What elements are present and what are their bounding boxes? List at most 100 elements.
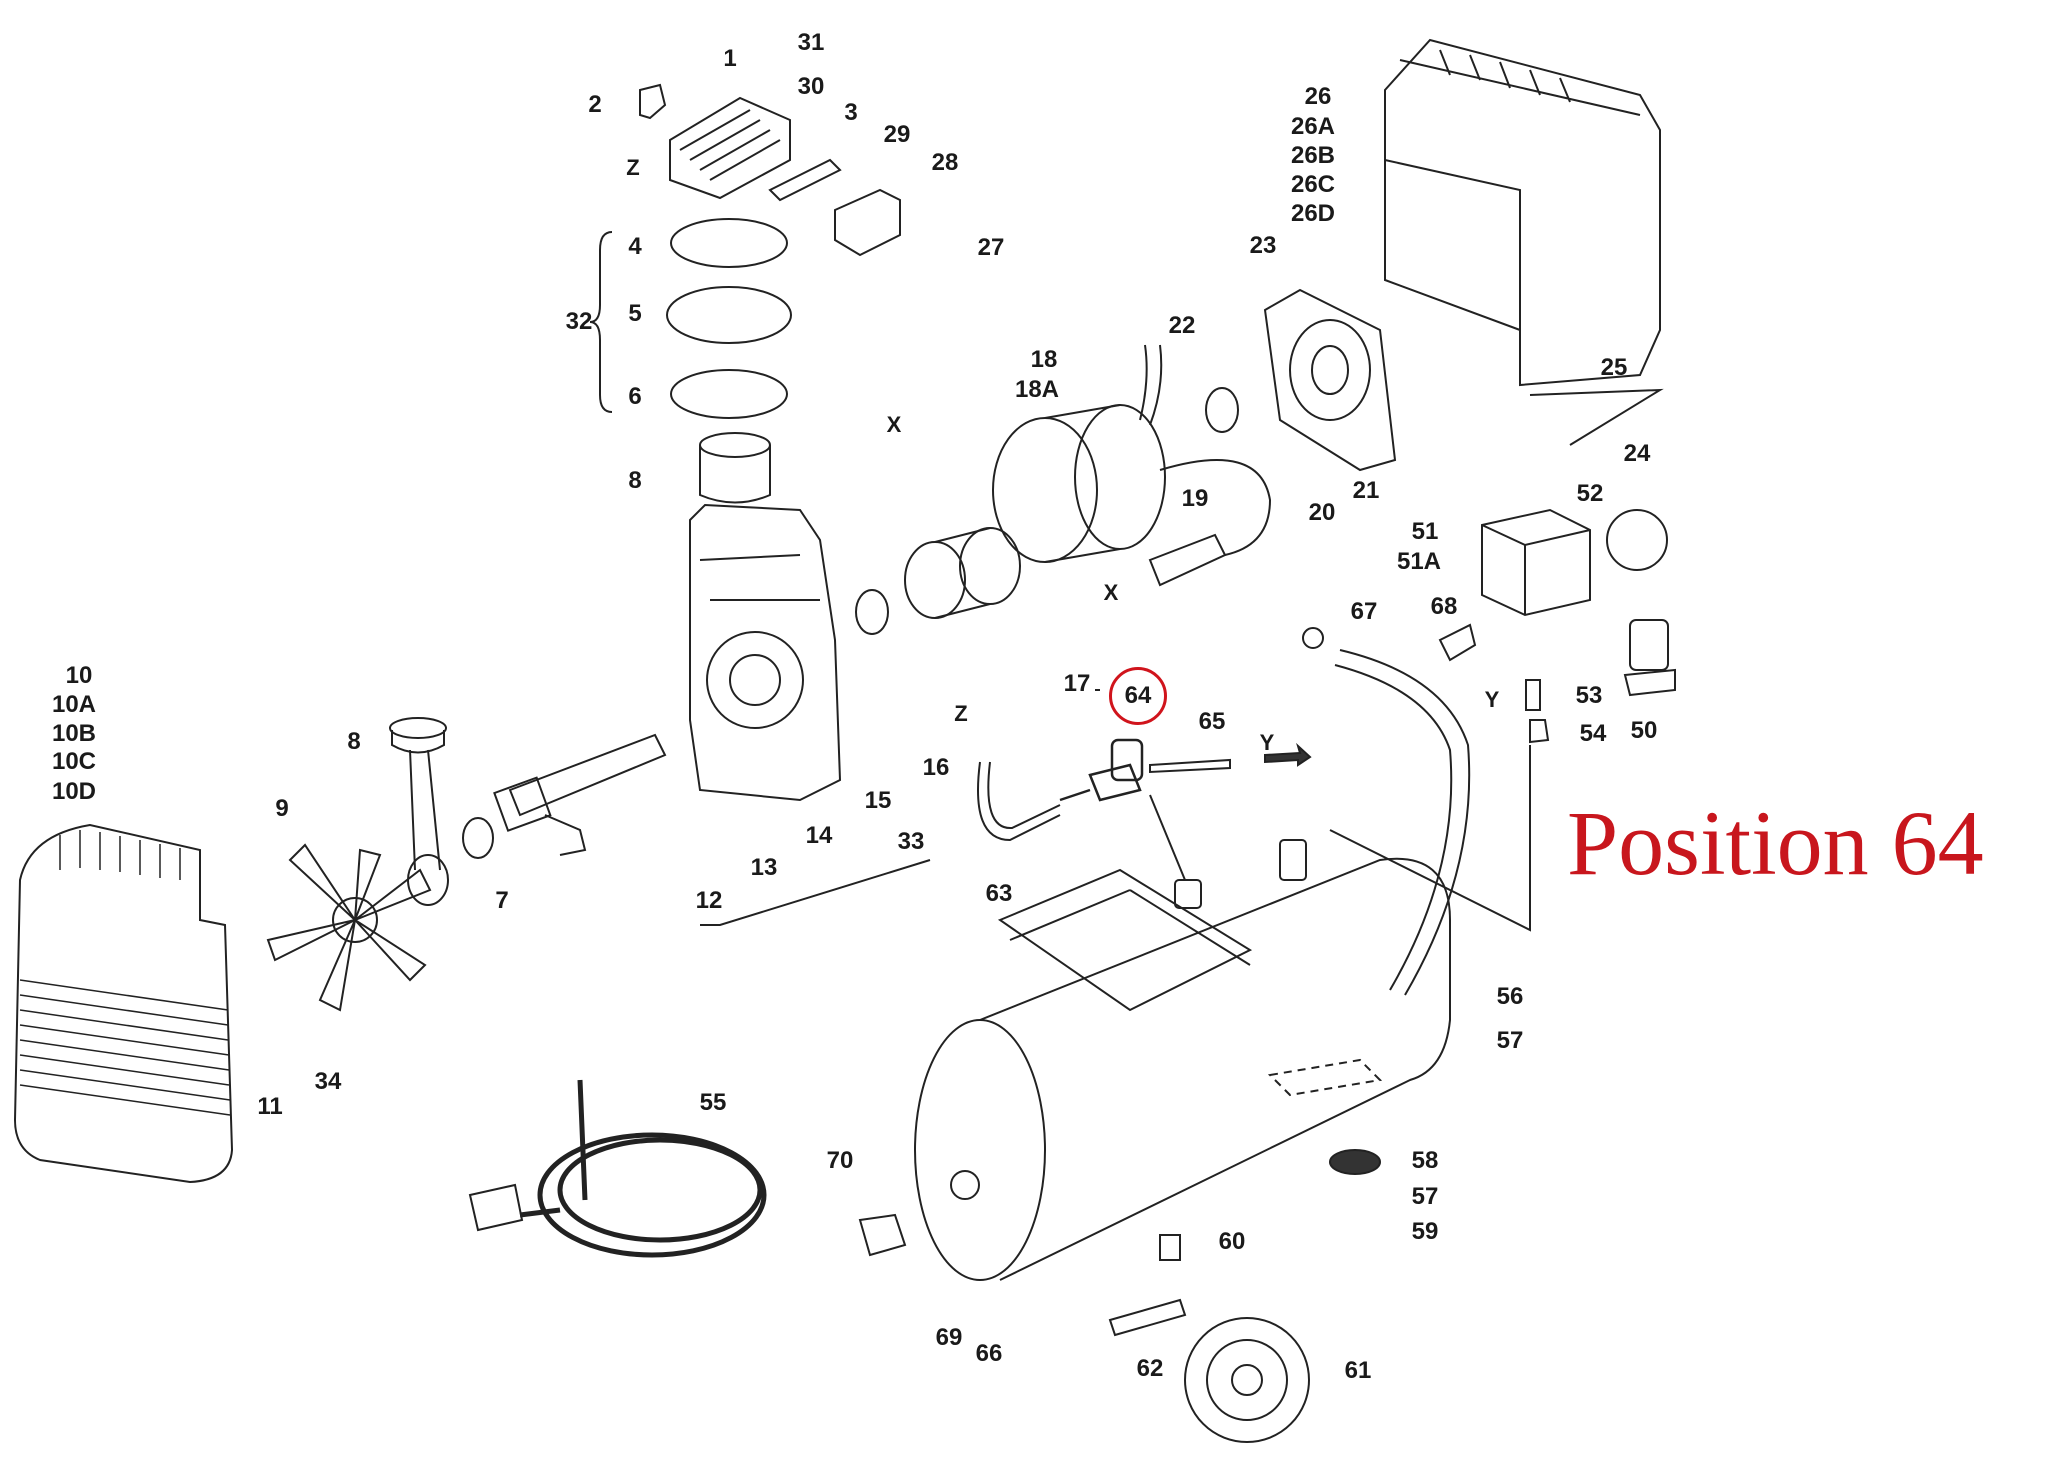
valve-plate-part-5 [666,286,792,344]
bearing-part-16 [855,589,889,635]
part-label: 11 [257,1093,283,1120]
bearing-part-7 [462,817,494,859]
part-label: 50 [1630,717,1658,744]
gasket-part-6 [670,369,788,419]
part-label: 26B [1290,142,1336,169]
air-tank [914,839,1451,1281]
crankshaft-part-12 [493,733,667,856]
valve-plate-part-29 [768,158,842,202]
part-label: 58 [1411,1147,1439,1174]
part-label: 9 [275,795,289,822]
part-label: 52 [1576,480,1604,507]
capacitor-part-19 [1148,533,1227,587]
part-label: 2 [588,91,602,118]
part-label: 62 [1136,1355,1164,1382]
pressure-switch-part-51 [1481,508,1591,617]
part-label: 66 [975,1340,1003,1367]
part-label: 68 [1430,593,1458,620]
part-label: 29 [883,121,911,148]
rotor-part-17 [904,527,1021,619]
part-label: 26D [1290,200,1336,227]
valve-part-28 [834,188,901,257]
axis-marker: Z [626,155,640,180]
cylinder-head-part-3 [669,96,791,200]
drain-plug-part-70 [858,1213,907,1257]
part-label: 13 [750,854,778,881]
part-label: 8 [347,728,361,755]
part-label: 18A [1014,376,1060,403]
axle-part-62 [1108,1298,1187,1337]
rubber-foot-part-58 [1329,1149,1381,1175]
part-label: 26A [1290,113,1336,140]
part-label: 5 [628,300,642,327]
pipe-part-63 [977,761,1061,842]
part-label: 27 [977,234,1005,261]
crankcase-part-14 [689,503,842,802]
part-label: 69 [935,1324,963,1351]
part-label: 12 [695,887,723,914]
end-shield-part-23 [1263,288,1397,472]
part-label: 32 [565,308,593,335]
stator-part-18 [992,344,1272,563]
fitting-part-68 [1438,623,1477,662]
fan-part-9 [266,843,432,1012]
part-label: 15 [864,787,892,814]
motor-cover-part-26 [1384,38,1661,387]
part-label: 34 [314,1068,342,1095]
bearing-part-22 [1205,387,1239,433]
part-label: 24 [1623,440,1651,467]
part-label: 26C [1290,171,1336,198]
part-label: 25 [1600,354,1628,381]
part-label: 33 [897,828,925,855]
group-brace-32 [589,231,613,413]
part-label: 4 [628,233,642,260]
part-label: 28 [931,149,959,176]
part-label: 30 [797,73,825,100]
part-label: 10A [51,691,97,718]
part-label: 17 [1063,670,1091,697]
part-label: 51A [1396,548,1442,575]
axis-marker: X [1103,580,1119,605]
part-label: 16 [922,754,950,781]
part-label: 65 [1198,708,1226,735]
highlighted-part-label: 64 [1109,667,1167,725]
tube-part-65 [1149,758,1231,774]
part-label: 14 [805,822,833,849]
connecting-rod-part-8 [389,717,449,906]
tie-rod-part-24 [1529,388,1664,446]
fitting-part-60 [1159,1234,1181,1261]
axis-marker: Y [1484,687,1500,712]
elbow-fitting-part-2 [639,83,667,120]
part-label: 51 [1411,518,1439,545]
part-label: 18 [1030,346,1058,373]
fitting-part-53 [1525,679,1541,711]
flow-arrow-y [1264,742,1312,767]
part-label: 22 [1168,312,1196,339]
part-label: 55 [699,1089,727,1116]
position-caption: Position 64 [1567,792,1984,894]
part-label: 60 [1218,1228,1246,1255]
part-label: 3 [844,99,858,126]
motor-cover-part-10 [13,823,234,1184]
gasket-part-4 [670,218,788,268]
part-label: 10B [51,720,97,747]
pipe-part-67 [1302,627,1531,996]
check-valve-part-64 [1059,738,1144,802]
part-label: 21 [1352,477,1380,504]
part-label: 31 [797,29,825,56]
part-label: 10C [51,748,97,775]
group-bracket-33 [700,689,1100,926]
part-label: 57 [1411,1183,1439,1210]
pressure-gauge-part-52 [1606,509,1668,571]
part-label: 53 [1575,682,1603,709]
part-label: 7 [495,887,509,914]
part-label: 10 [65,662,93,689]
power-cable-part-55 [468,1079,767,1258]
part-label: 10D [51,778,97,805]
regulator-part-50 [1623,619,1676,697]
part-label: 26 [1304,83,1332,110]
nut-part-54 [1529,719,1550,744]
part-label: 54 [1579,720,1607,747]
